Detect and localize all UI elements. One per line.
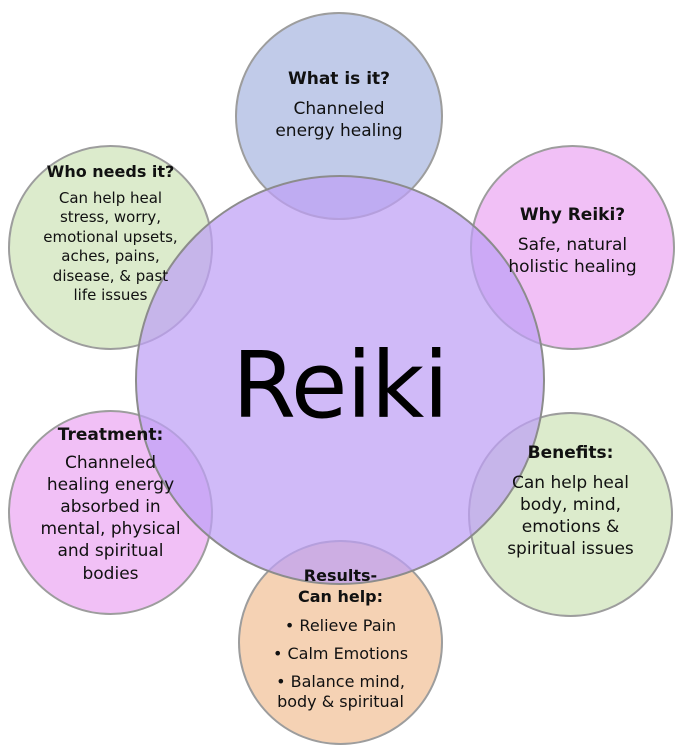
- node-results-circle: [238, 540, 443, 745]
- node-what-body-1: Channeled: [293, 99, 385, 120]
- node-treatment-body-3: absorbed in: [60, 497, 161, 518]
- center-title: Reiki: [232, 332, 449, 439]
- node-results-title-1: Results-: [303, 566, 378, 585]
- node-treatment-body-6: bodies: [82, 563, 139, 584]
- node-who-body-3: emotional upsets,: [43, 227, 178, 246]
- node-results-title-2: Can help:: [297, 586, 384, 606]
- node-treatment: Treatment: Channeled healing energy abso…: [13, 424, 208, 585]
- node-treatment-body-4: mental, physical: [40, 519, 181, 540]
- node-treatment-body-5: and spiritual: [57, 541, 164, 562]
- node-who-title: Who needs it?: [46, 162, 175, 181]
- node-why-title: Why Reiki?: [519, 205, 626, 225]
- node-treatment-body-2: healing energy: [46, 475, 175, 496]
- node-results: Results- Can help: • Relieve Pain • Calm…: [243, 566, 438, 712]
- node-benefits-title: Benefits:: [527, 443, 614, 463]
- node-results-bullet-3: • Balance mind,: [276, 671, 405, 691]
- node-benefits-body-4: spiritual issues: [507, 539, 634, 560]
- node-who-body-6: life issues: [73, 286, 148, 305]
- node-benefits-body-2: body, mind,: [519, 495, 622, 516]
- node-benefits: Benefits: Can help heal body, mind, emot…: [473, 442, 668, 560]
- node-results-bullet-2: • Calm Emotions: [272, 643, 409, 663]
- node-who-body-5: disease, & past: [52, 266, 169, 285]
- node-who: Who needs it? Can help heal stress, worr…: [13, 162, 208, 306]
- node-treatment-body-1: Channeled: [64, 453, 157, 474]
- node-why-body-1: Safe, natural: [517, 235, 628, 256]
- node-who-body-1: Can help heal: [58, 188, 163, 207]
- node-benefits-body-1: Can help heal: [512, 473, 629, 494]
- node-what-body-2: energy healing: [275, 121, 403, 142]
- node-treatment-title: Treatment:: [57, 425, 164, 445]
- node-what: What is it? Channeled energy healing: [240, 68, 438, 142]
- node-why-body-2: holistic healing: [508, 257, 637, 278]
- node-results-bullet-4: body & spiritual: [277, 691, 404, 711]
- node-results-bullet-1: • Relieve Pain: [284, 615, 397, 635]
- node-benefits-body-3: emotions &: [521, 517, 620, 538]
- node-results-list: • Relieve Pain • Calm Emotions • Balance…: [243, 616, 438, 712]
- node-why: Why Reiki? Safe, natural holistic healin…: [475, 204, 670, 278]
- node-what-title: What is it?: [287, 69, 391, 89]
- node-who-body-2: stress, worry,: [59, 208, 162, 227]
- node-who-body-4: aches, pains,: [61, 247, 160, 266]
- center-circle: [135, 175, 545, 585]
